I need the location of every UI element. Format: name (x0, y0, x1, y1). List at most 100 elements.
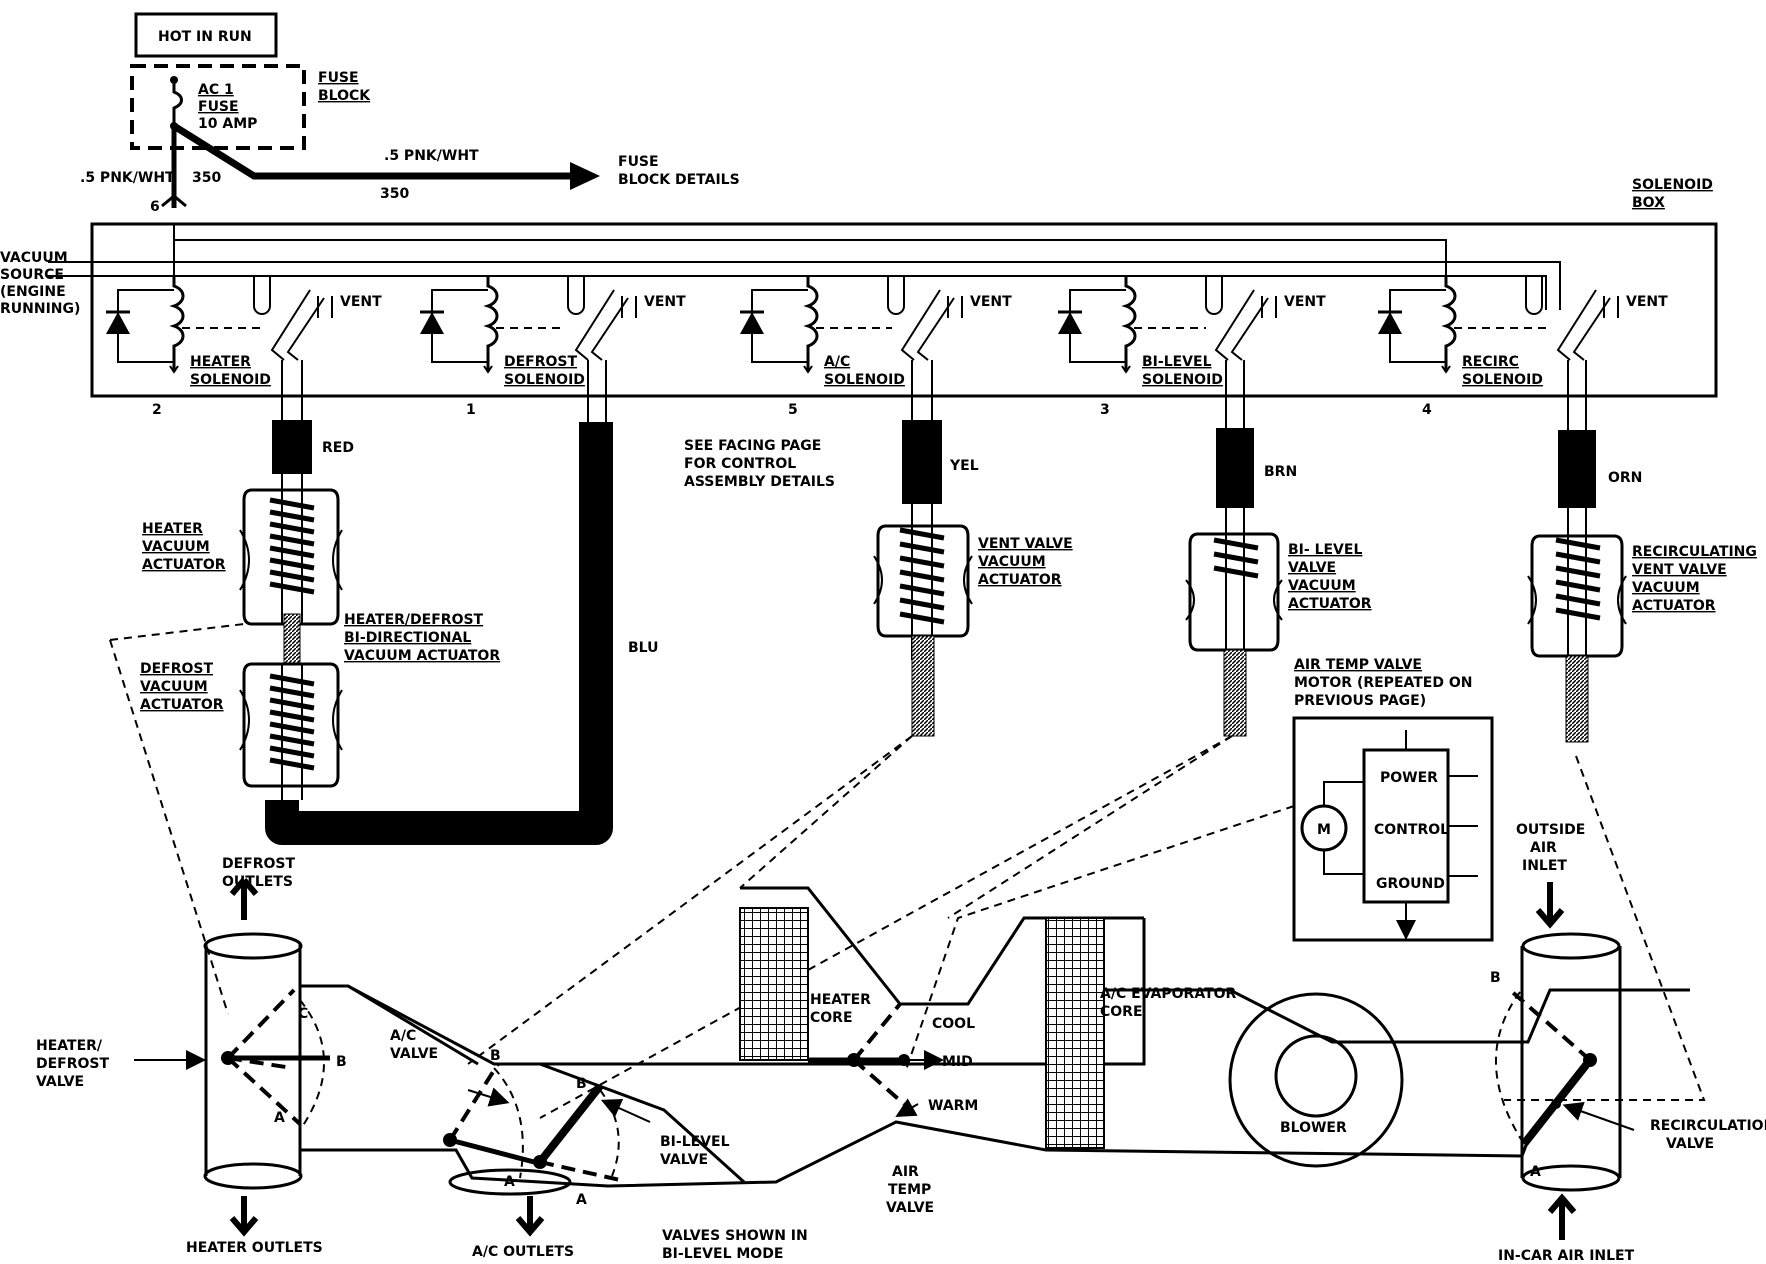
vent-actuator-label-3: ACTUATOR (978, 572, 1062, 588)
brn-hose (1216, 428, 1254, 508)
defrost-actuator-label-1: DEFROST (140, 661, 214, 677)
solenoid-coil (483, 276, 499, 372)
solenoid-box-outline (90, 222, 1718, 398)
hot-in-run-label: HOT IN RUN (158, 29, 252, 45)
solenoid-name-1: BI-LEVEL (1142, 354, 1212, 370)
motor-title-3: PREVIOUS PAGE) (1294, 693, 1426, 709)
vacuum-source-1: VACUUM (0, 250, 68, 266)
hd-valve-2: DEFROST (36, 1056, 110, 1072)
bidir-label-1: HEATER/DEFROST (344, 612, 484, 628)
solenoid-pin: 2 (152, 402, 162, 418)
solenoid-box-title-2: BOX (1632, 195, 1665, 211)
facing-page-note-2: FOR CONTROL (684, 456, 796, 472)
facing-page-note-3: ASSEMBLY DETAILS (684, 474, 835, 490)
recirc-actuator-label-2: VENT VALVE (1632, 562, 1727, 578)
fuse-block-label-2: BLOCK (318, 88, 371, 104)
defrost-actuator-label-3: ACTUATOR (140, 697, 224, 713)
linkage-dashes (109, 623, 1706, 1119)
vacuum-valve-arm (1214, 289, 1269, 361)
valves-mode-2: BI-LEVEL MODE (662, 1246, 783, 1262)
vacuum-valve-arm (574, 289, 629, 361)
heater-actuator-label-2: VACUUM (142, 539, 210, 555)
solenoid-name-1: DEFROST (504, 354, 578, 370)
bilevel-valve-1: BI-LEVEL (660, 1134, 730, 1150)
bilevel-actuator-label-3: VACUUM (1288, 578, 1356, 594)
fuse-label-3: 10 AMP (198, 116, 257, 132)
motor-ground-label: GROUND (1376, 876, 1445, 892)
vacuum-valve-arm (270, 289, 325, 361)
air-distribution (134, 878, 1690, 1240)
solenoid-coil (169, 276, 185, 372)
outside-1: OUTSIDE (1516, 822, 1585, 838)
circuit-left-label: 350 (192, 170, 221, 186)
ac-outlets: A/C OUTLETS (472, 1244, 574, 1260)
pos-a-hd: A (274, 1110, 285, 1126)
heater-vacuum-actuator (242, 488, 340, 626)
blu-hose-label: BLU (628, 640, 658, 656)
ac-valve-1: A/C (390, 1028, 416, 1044)
valves-mode-1: VALVES SHOWN IN (662, 1228, 808, 1244)
pos-a-rc: A (1530, 1164, 1541, 1180)
pos-b-rc: B (1490, 970, 1501, 986)
solenoid-coil (1121, 276, 1137, 372)
vent-label: VENT (1626, 294, 1668, 310)
vacuum-source-4: RUNNING) (0, 301, 80, 317)
outside-3: INLET (1522, 858, 1567, 874)
hd-valve-3: VALVE (36, 1074, 84, 1090)
motor-control-label: CONTROL (1374, 822, 1449, 838)
airflow-labels: DEFROST OUTLETS HEATER/ DEFROST VALVE HE… (36, 822, 1766, 1264)
vent-label: VENT (340, 294, 382, 310)
heater-spring (269, 497, 315, 595)
connector-6 (161, 194, 187, 208)
pin-6-label: 6 (150, 199, 160, 215)
fuse-details-label-2: BLOCK DETAILS (618, 172, 740, 188)
fuse-block-label-1: FUSE (318, 70, 359, 86)
fuse-section: HOT IN RUN AC 1 FUSE 10 AMP FUSE BLOCK .… (80, 12, 740, 215)
outside-2: AIR (1530, 840, 1557, 856)
solenoid-name-2: SOLENOID (504, 372, 585, 388)
diode-symbol (420, 312, 444, 334)
bilevel-actuator-label-1: BI- LEVEL (1288, 542, 1362, 558)
evap-1: A/C EVAPORATOR (1100, 986, 1237, 1002)
vent-actuator-label-2: VACUUM (978, 554, 1046, 570)
diode-symbol (1378, 312, 1402, 334)
heater-outlets: HEATER OUTLETS (186, 1240, 323, 1256)
fuse-label-2: FUSE (198, 99, 239, 115)
vacuum-manifold (48, 261, 1561, 310)
yel-hose-label: YEL (949, 458, 979, 474)
vacuum-source-3: (ENGINE (0, 284, 66, 300)
circuit-right-label: 350 (380, 186, 409, 202)
solenoid-box-title-1: SOLENOID (1632, 177, 1713, 193)
bilevel-actuator-label-4: ACTUATOR (1288, 596, 1372, 612)
solenoid-name-2: SOLENOID (824, 372, 905, 388)
motor-title-1: AIR TEMP VALVE (1294, 657, 1422, 673)
solenoid-coil (1441, 276, 1457, 372)
air-temp-1: AIR (892, 1164, 919, 1180)
air-temp-motor: AIR TEMP VALVE MOTOR (REPEATED ON PREVIO… (1292, 657, 1494, 940)
red-hose-label: RED (322, 440, 354, 456)
defrost-outlets-1: DEFROST (222, 856, 296, 872)
bi-level-valve-actuator (1188, 532, 1280, 652)
brn-hose-label: BRN (1264, 464, 1297, 480)
power-bus (173, 224, 1447, 276)
hot-in-run-box (134, 12, 278, 58)
hd-valve-1: HEATER/ (36, 1038, 103, 1054)
motor-m-label: M (1317, 822, 1331, 838)
heater-core (739, 907, 809, 1061)
vacuum-valve-arm (1556, 289, 1611, 361)
pos-c-hd: C (298, 1006, 308, 1022)
pos-a-ac: A (504, 1174, 515, 1190)
blower-label: BLOWER (1280, 1120, 1347, 1136)
solenoid-name-1: HEATER (190, 354, 251, 370)
bidir-label-2: BI-DIRECTIONAL (344, 630, 471, 646)
blower (1228, 992, 1404, 1168)
solenoid-pin: 1 (466, 402, 476, 418)
heater-core-2: CORE (810, 1010, 853, 1026)
bidir-label-3: VACUUM ACTUATOR (344, 648, 500, 664)
wire-right-label: .5 PNK/WHT (384, 148, 479, 164)
